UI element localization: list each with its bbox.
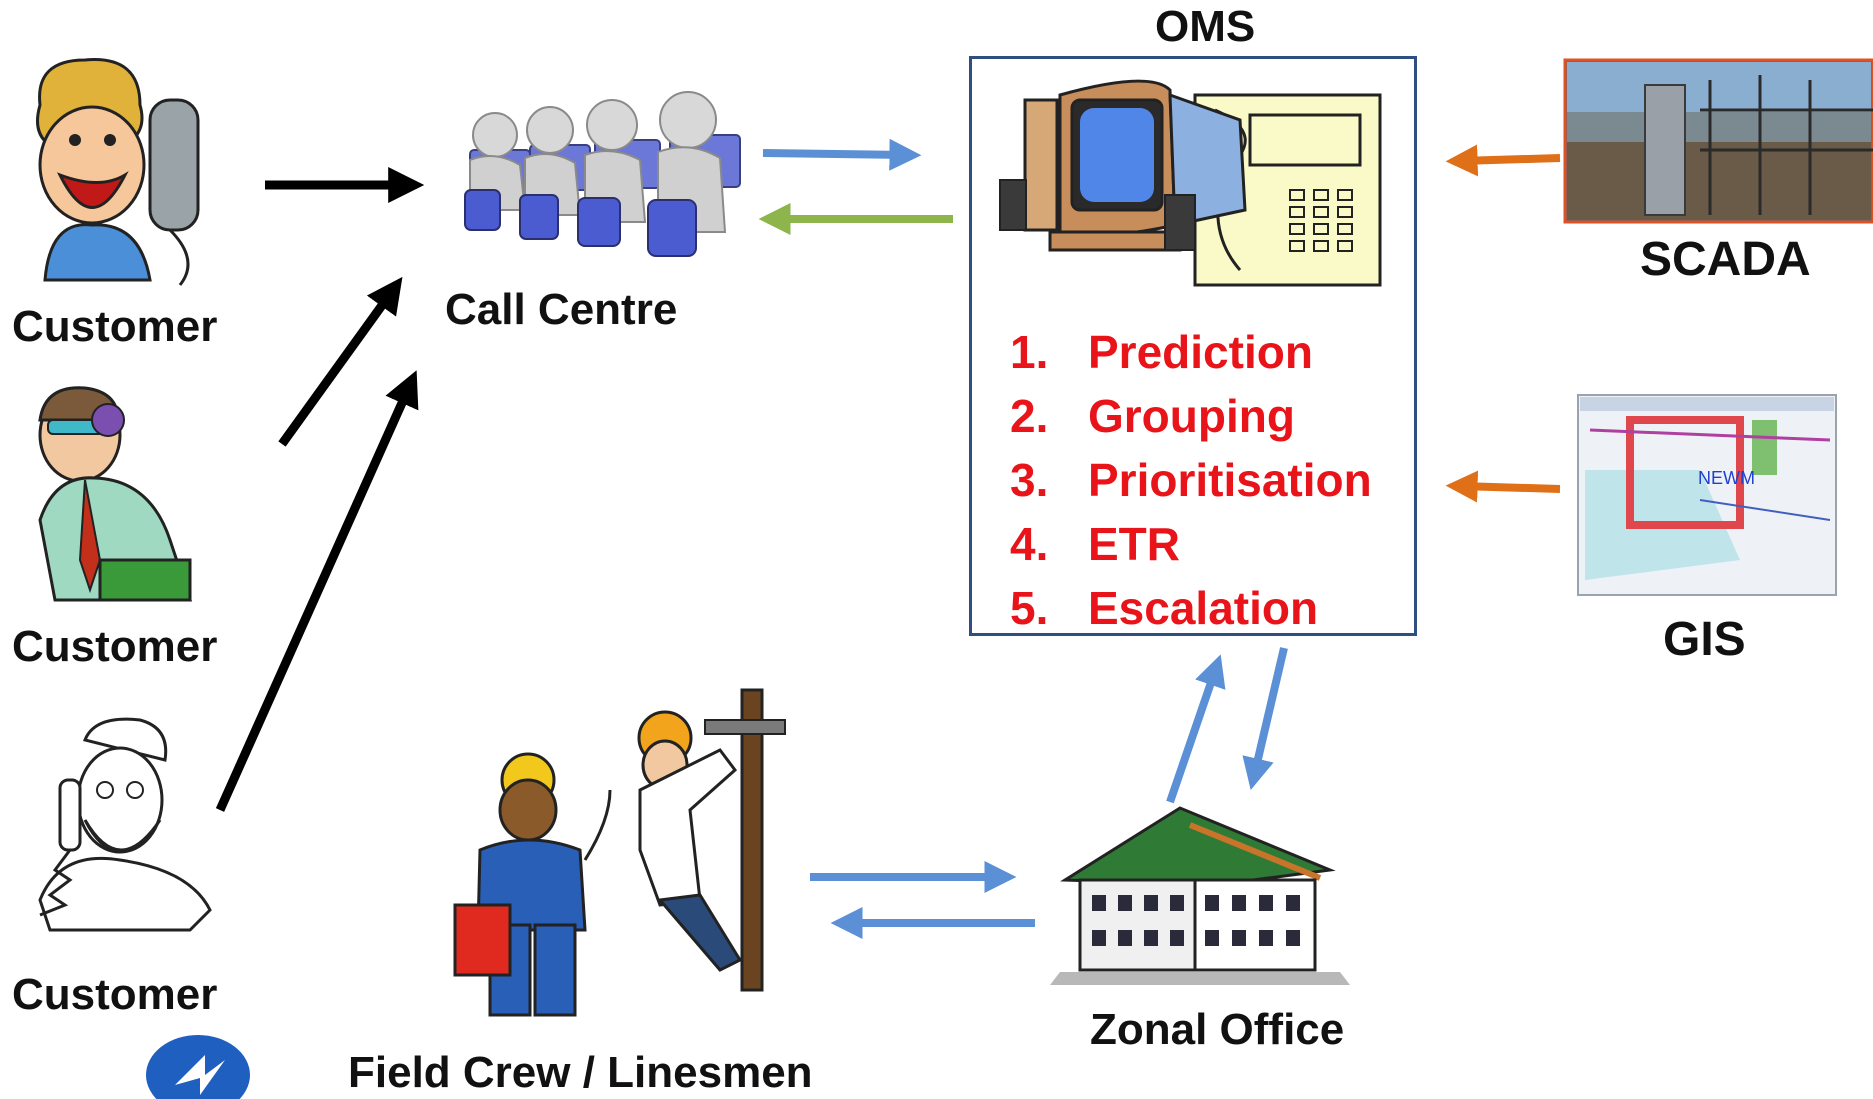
call-centre-label: Call Centre bbox=[445, 285, 678, 334]
scada-label: SCADA bbox=[1640, 233, 1811, 286]
arrow-oms-to-zonal bbox=[1242, 647, 1288, 791]
arrow-gis-to-oms bbox=[1445, 470, 1561, 503]
computer-and-phone-icon bbox=[999, 79, 1382, 287]
customer-arrows bbox=[215, 167, 425, 812]
item-label: Prioritisation bbox=[1088, 454, 1372, 506]
item-number: 2. bbox=[1010, 390, 1049, 442]
arrow-callcentre-to-oms bbox=[762, 138, 922, 171]
oms-function-item: 5. Escalation bbox=[1010, 576, 1372, 640]
item-number: 5. bbox=[1010, 582, 1049, 634]
gis-map-screenshot: NEWM bbox=[1577, 394, 1837, 596]
callcentre-oms-arrows bbox=[758, 138, 953, 235]
fieldcrew-zonal-arrows bbox=[810, 861, 1035, 939]
zonal-office-label: Zonal Office bbox=[1090, 1005, 1345, 1054]
customer-label: Customer bbox=[12, 970, 218, 1019]
oms-function-item: 2. Grouping bbox=[1010, 384, 1372, 448]
oms-title: OMS bbox=[1155, 2, 1256, 51]
gis-map-text: NEWM bbox=[1698, 468, 1755, 488]
item-label: Escalation bbox=[1088, 582, 1319, 634]
oms-box bbox=[969, 56, 1417, 636]
oms-function-item: 3. Prioritisation bbox=[1010, 448, 1372, 512]
field-crew-label: Field Crew / Linesmen bbox=[348, 1048, 813, 1097]
call-centre-agents-icon bbox=[464, 91, 741, 257]
oms-function-item: 4. ETR bbox=[1010, 512, 1372, 576]
zonal-oms-arrows bbox=[1166, 647, 1288, 804]
customer-label: Customer bbox=[12, 622, 218, 671]
zonal-office-building-icon bbox=[1050, 806, 1350, 985]
utility-logo-icon bbox=[146, 1035, 250, 1099]
oms-function-list: 1. Prediction 2. Grouping 3. Prioritisation… bbox=[1010, 320, 1372, 640]
angry-customer-phone-icon bbox=[36, 58, 200, 286]
oms-function-item: 1. Prediction bbox=[1010, 320, 1372, 384]
item-number: 3. bbox=[1010, 454, 1049, 506]
gis-label: GIS bbox=[1663, 613, 1746, 666]
worried-customer-phone-icon bbox=[38, 386, 193, 602]
item-number: 4. bbox=[1010, 518, 1049, 570]
source-arrows bbox=[1445, 144, 1561, 503]
item-label: Grouping bbox=[1088, 390, 1295, 442]
arrow-customer3-to-callcentre bbox=[215, 370, 419, 812]
customer-label: Customer bbox=[12, 302, 218, 351]
item-label: Prediction bbox=[1088, 326, 1313, 378]
arrow-scada-to-oms bbox=[1445, 144, 1561, 177]
field-crew-linesmen-icon bbox=[453, 688, 786, 1017]
item-label: ETR bbox=[1088, 518, 1180, 570]
item-number: 1. bbox=[1010, 326, 1049, 378]
elderly-customer-phone-icon bbox=[38, 717, 212, 932]
arrow-zonal-to-oms bbox=[1166, 654, 1226, 804]
scada-plant-photo bbox=[1563, 58, 1873, 224]
arrow-customer2-to-callcentre bbox=[278, 276, 403, 447]
